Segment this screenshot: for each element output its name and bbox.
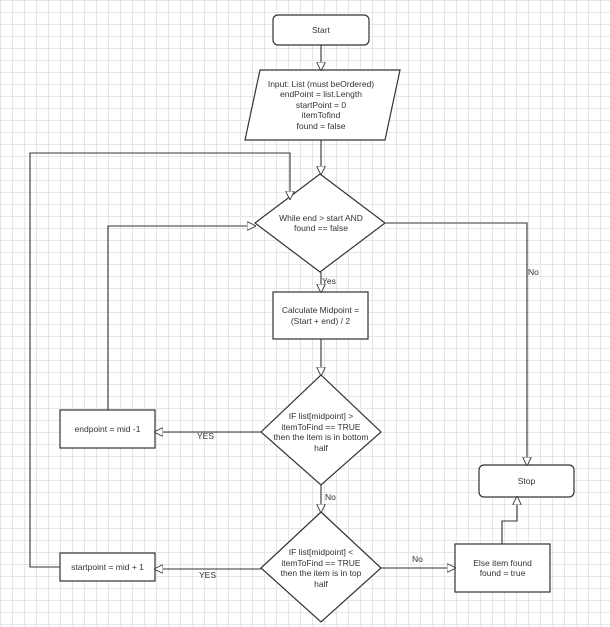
edge-while-no bbox=[385, 222, 527, 465]
edge-label-bottom-yes: YES bbox=[197, 431, 215, 441]
startpoint-node-shape[interactable] bbox=[59, 552, 156, 582]
if-top-decision-shape[interactable] bbox=[260, 511, 382, 623]
edge-label-top-no: No bbox=[412, 554, 423, 564]
edge-found-to-stop bbox=[501, 497, 517, 544]
edge-startpoint-loop bbox=[29, 152, 290, 568]
while-decision-shape[interactable] bbox=[254, 173, 386, 273]
if-bottom-decision-shape[interactable] bbox=[260, 374, 382, 486]
stop-node-shape[interactable] bbox=[478, 464, 575, 498]
edge-endpoint-loop bbox=[107, 226, 255, 410]
midpoint-node-shape[interactable] bbox=[272, 291, 369, 340]
else-found-node-shape[interactable] bbox=[454, 543, 551, 593]
edge-label-top-yes: YES bbox=[199, 570, 217, 580]
start-node-shape[interactable] bbox=[272, 14, 370, 46]
edge-label-while-yes: Yes bbox=[322, 276, 336, 286]
edge-label-bottom-no: No bbox=[325, 492, 336, 502]
edge-label-while-no: No bbox=[528, 267, 539, 277]
endpoint-node-shape[interactable] bbox=[59, 409, 156, 449]
input-node-shape[interactable] bbox=[244, 69, 401, 141]
